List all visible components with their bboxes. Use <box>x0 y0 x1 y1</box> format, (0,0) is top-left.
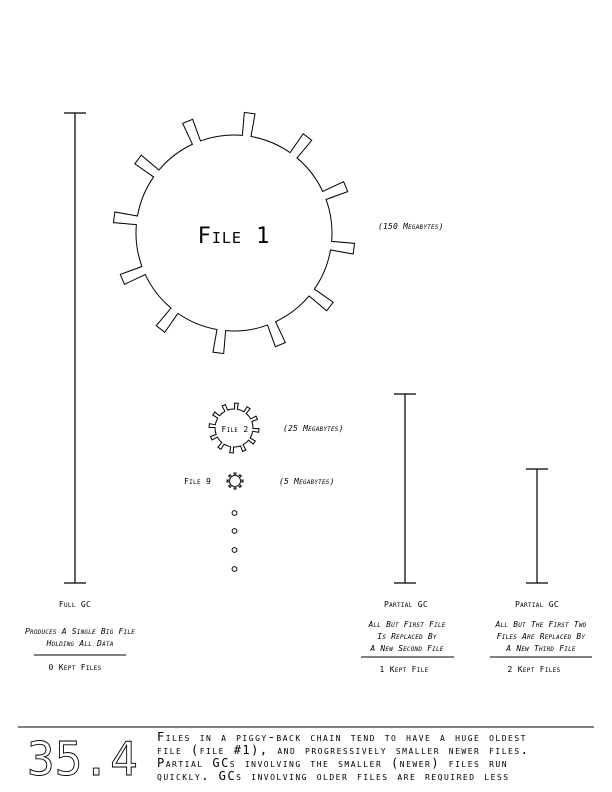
partial-gc-2-desc-line: All But The First Two <box>495 620 587 629</box>
caption: Files in a piggy-back chain tend to have… <box>157 730 529 783</box>
partial-gc-2-bracket <box>526 468 548 584</box>
dot <box>231 547 238 553</box>
partial-gc-1-bracket <box>394 393 416 584</box>
partial-gc-2-desc-line: Files Are Replaced By <box>497 632 586 641</box>
partial-gc-1-desc-line: A New Second File <box>369 644 443 653</box>
figure-number: 35.4 <box>27 732 138 786</box>
dot <box>231 510 238 516</box>
file9-label: File 9 <box>184 477 211 486</box>
file9-size: (5 Megabytes) <box>279 477 335 486</box>
caption-line: Files in a piggy-back chain tend to have… <box>157 730 527 744</box>
partial-gc-1-result: 1 Kept File <box>379 665 428 674</box>
file1-label: File 1 <box>198 224 271 249</box>
dot <box>231 566 238 572</box>
caption-line: file (file #1), and progressively smalle… <box>157 743 529 757</box>
full-gc-column: Full GC Produces A Single Big File Holdi… <box>25 600 135 672</box>
more-files-dots <box>231 510 238 572</box>
file2-size: (25 Megabytes) <box>283 424 344 433</box>
partial-gc-2-desc-line: A New Third File <box>505 644 576 653</box>
partial-gc-1-desc-line: All But First File <box>367 620 445 629</box>
partial-gc-2-title: Partial GC <box>515 600 559 609</box>
partial-gc-2-column: Partial GC All But The First Two Files A… <box>490 600 592 674</box>
partial-gc-1-title: Partial GC <box>384 600 428 609</box>
file2-label: File 2 <box>221 425 248 434</box>
file2-gear <box>208 402 260 454</box>
full-gc-desc-line: Produces A Single Big File <box>25 627 135 636</box>
file9-gear <box>226 472 244 490</box>
full-gc-title: Full GC <box>59 600 91 609</box>
gear-outline <box>226 472 244 490</box>
file1-gear <box>112 111 356 355</box>
partial-gc-1-column: Partial GC All But First File Is Replace… <box>361 600 454 674</box>
full-gc-desc-line: Holding All Data <box>45 639 113 648</box>
caption-line: quickly. GCs involving older files are r… <box>157 769 510 783</box>
caption-line: Partial GCs involving the smaller (newer… <box>157 756 508 770</box>
file1-size: (150 Megabytes) <box>378 222 444 231</box>
dot <box>231 528 238 534</box>
partial-gc-2-result: 2 Kept Files <box>508 665 561 674</box>
gear-outline <box>208 402 260 454</box>
full-gc-result: 0 Kept Files <box>49 663 102 672</box>
partial-gc-1-desc-line: Is Replaced By <box>377 632 437 641</box>
gear-outline <box>112 111 356 355</box>
full-gc-bracket <box>64 112 86 584</box>
